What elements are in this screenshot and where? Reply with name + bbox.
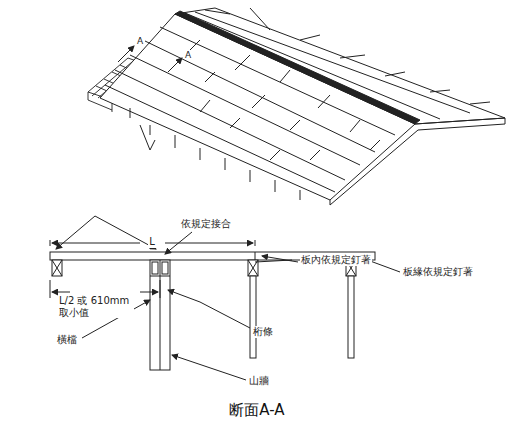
part-label: 依規定接合 [180,218,232,230]
part-label: 板內依規定釘著 [300,254,372,266]
part-label: 橫檔 [56,334,78,346]
part-label: A [184,50,192,60]
part-label: 山牆 [248,375,270,387]
part-label: 桁條 [252,326,274,338]
part-label: 板緣依規定釘著 [402,266,474,278]
part-label: L [148,236,156,248]
part-label: A [136,36,144,46]
part-label: L/2 或 610mm 取小值 [58,295,134,318]
section-caption: 断面A-A [228,402,285,419]
